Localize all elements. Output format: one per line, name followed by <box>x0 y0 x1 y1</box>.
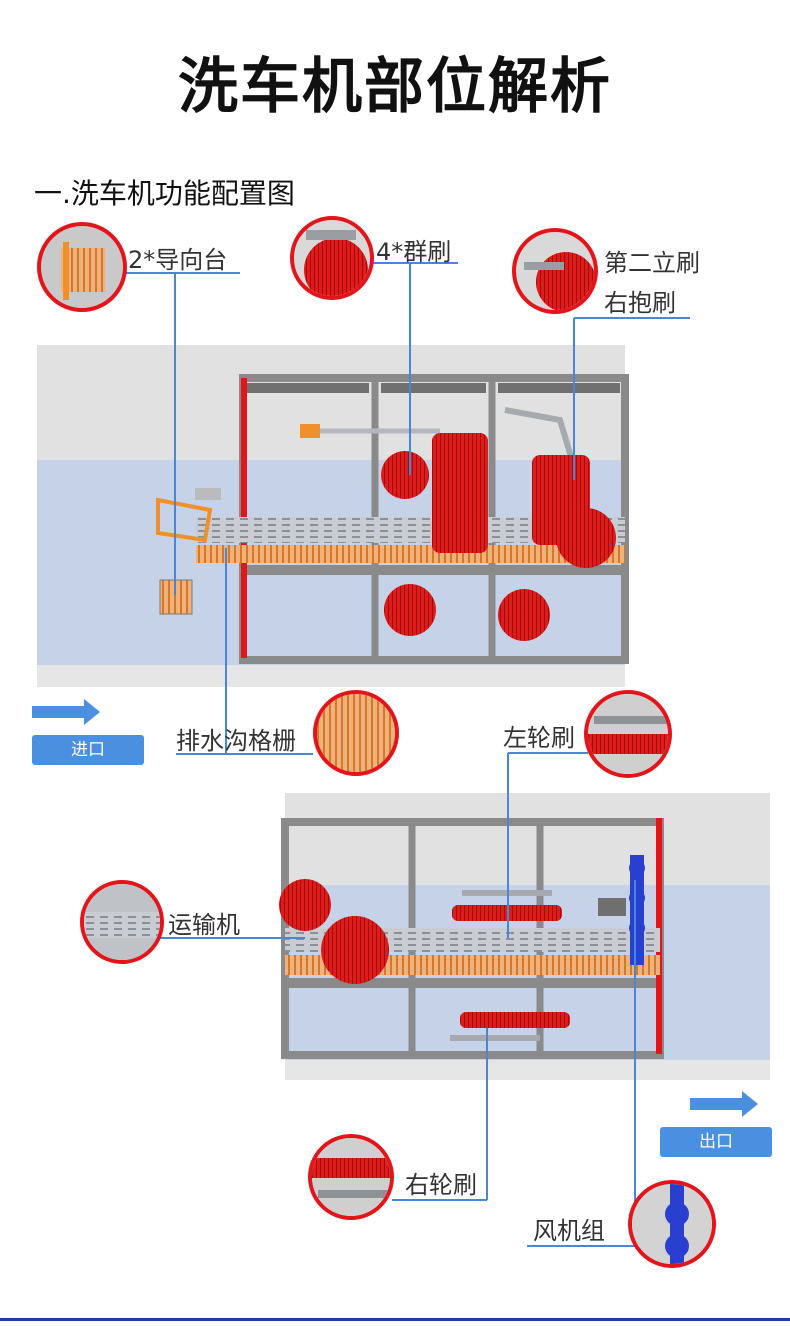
fan-unit-thumbnail <box>628 1180 716 1268</box>
entry-button[interactable]: 进口 <box>32 735 144 765</box>
label-group-brush: 4*群刷 <box>376 238 452 266</box>
arrow-right-icon <box>690 1091 758 1117</box>
section-heading: 一.洗车机功能配置图 <box>34 177 295 210</box>
top-scene <box>37 345 629 687</box>
arrow-right-icon <box>32 699 100 725</box>
conveyor-thumbnail <box>80 880 164 964</box>
drain-grate-thumbnail <box>313 690 399 776</box>
right-wheel-brush-thumbnail <box>308 1134 394 1220</box>
guide-table-thumbnail <box>37 222 127 312</box>
label-drain-grate: 排水沟格栅 <box>176 727 296 755</box>
label-left-wheel-brush: 左轮刷 <box>503 724 575 752</box>
page-title: 洗车机部位解析 <box>178 52 612 122</box>
label-fan-unit: 风机组 <box>533 1217 605 1245</box>
second-brush-thumbnail <box>512 228 598 314</box>
exit-button[interactable]: 出口 <box>660 1127 772 1157</box>
label-guide-table: 2*导向台 <box>128 246 228 274</box>
left-wheel-brush-thumbnail <box>584 690 672 778</box>
bottom-scene <box>279 793 770 1080</box>
label-conveyor: 运输机 <box>168 911 240 939</box>
footer-divider <box>0 1318 790 1321</box>
group-brush-thumbnail <box>290 216 374 300</box>
callout-lines <box>125 262 690 1247</box>
label-second-brush: 第二立刷 <box>604 249 700 277</box>
label-right-wheel-brush: 右轮刷 <box>405 1171 477 1199</box>
label-right-hug-brush: 右抱刷 <box>604 289 676 317</box>
